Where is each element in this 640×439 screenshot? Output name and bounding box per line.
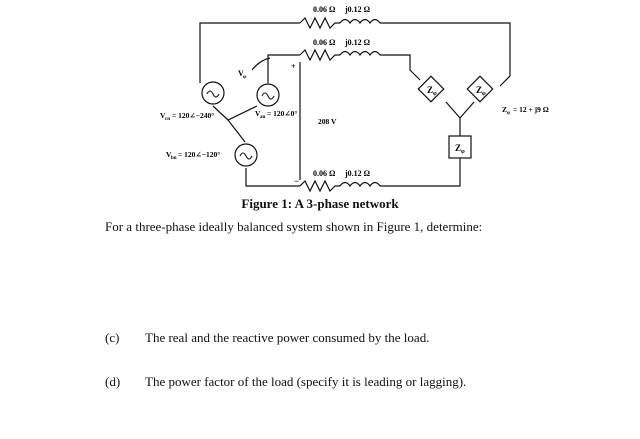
svg-text:= 120∠−240°: = 120∠−240° <box>172 111 214 120</box>
svg-text:= 120∠−120°: = 120∠−120° <box>178 150 220 159</box>
source-cn-icon <box>201 81 225 105</box>
mid-line-resistor <box>299 48 340 62</box>
v-an-label: V an = 120∠0° <box>255 109 297 120</box>
svg-text:Z: Z <box>427 85 433 95</box>
mid-line-inductor <box>339 50 381 57</box>
top-line-x-label: j0.12 Ω <box>344 5 371 14</box>
top-line-r-label: 0.06 Ω <box>313 5 336 14</box>
circuit-figure: Z φ Z φ Z φ 0.06 Ω j0.12 Ω 0.06 Ω j0.12 … <box>160 5 549 193</box>
svg-text:bn: bn <box>171 156 177 161</box>
svg-text:φ: φ <box>461 149 465 155</box>
load-impedance-a: Z φ <box>417 75 445 103</box>
top-line-wire <box>199 22 511 87</box>
phase-voltage-arc <box>251 57 271 71</box>
line-voltage-label: 208 V <box>318 117 337 126</box>
svg-text:Z: Z <box>476 85 482 95</box>
source-wye-wires <box>212 105 258 143</box>
v-cn-label: V cn = 120∠−240° <box>160 111 214 122</box>
question-label: (d) <box>105 374 121 389</box>
bot-line-r-label: 0.06 Ω <box>313 169 336 178</box>
question-text: The power factor of the load (specify it… <box>145 374 467 389</box>
minus-sign: − <box>294 176 299 186</box>
bot-line-wire <box>245 158 461 187</box>
bot-line-x-label: j0.12 Ω <box>344 169 371 178</box>
mid-line-r-label: 0.06 Ω <box>313 38 336 47</box>
svg-text:V: V <box>238 69 244 78</box>
svg-text:Z: Z <box>502 105 507 114</box>
svg-text:= 12 + j9 Ω: = 12 + j9 Ω <box>513 105 549 114</box>
svg-text:φ: φ <box>243 74 247 80</box>
mid-line-x-label: j0.12 Ω <box>344 38 371 47</box>
intro-text: For a three-phase ideally balanced syste… <box>105 219 483 234</box>
bot-line-inductor <box>339 181 381 188</box>
load-wye-wires <box>445 101 475 136</box>
svg-text:φ: φ <box>507 111 510 116</box>
svg-text:Z: Z <box>455 143 461 153</box>
load-impedance-b: Z φ <box>466 75 494 103</box>
svg-text:V: V <box>166 150 172 159</box>
source-an-icon <box>256 83 280 107</box>
mid-line-wire <box>267 54 421 83</box>
svg-text:cn: cn <box>165 117 170 122</box>
figure-caption: Figure 1: A 3-phase network <box>241 196 399 211</box>
plus-sign: + <box>291 62 296 71</box>
question-label: (c) <box>105 330 120 345</box>
question-text: The real and the reactive power consumed… <box>145 330 430 345</box>
svg-text:V: V <box>160 111 166 120</box>
question-d: (d) The power factor of the load (specif… <box>105 374 605 394</box>
svg-text:φ: φ <box>482 91 486 97</box>
bot-line-resistor <box>299 179 340 193</box>
load-impedance-c: Z φ <box>448 135 472 159</box>
top-line-inductor <box>339 18 381 25</box>
svg-text:φ: φ <box>433 91 437 97</box>
v-phi-label: V φ <box>238 69 247 80</box>
svg-text:an: an <box>260 115 266 120</box>
svg-text:V: V <box>255 109 261 118</box>
source-bn-icon <box>234 143 258 167</box>
svg-text:= 120∠0°: = 120∠0° <box>267 109 297 118</box>
question-c: (c) The real and the reactive power cons… <box>105 330 605 350</box>
top-line-resistor <box>299 16 340 30</box>
z-value-label: Z φ = 12 + j9 Ω <box>502 105 549 116</box>
v-bn-label: V bn = 120∠−120° <box>166 150 220 161</box>
